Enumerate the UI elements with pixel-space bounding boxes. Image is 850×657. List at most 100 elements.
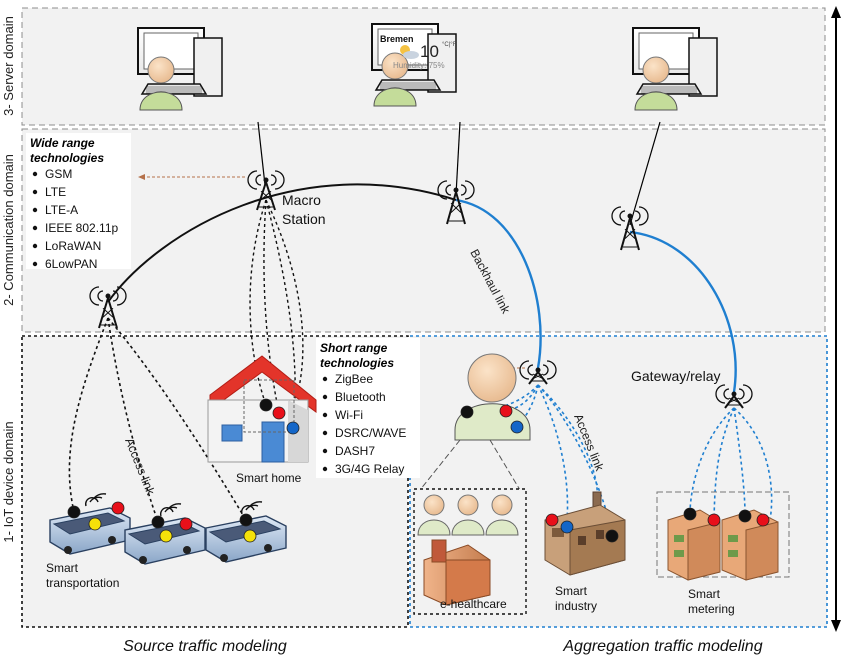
weather-widget: Bremen 10 °C|°F Humidity: 75% <box>380 34 457 70</box>
short-range-item: DSRC/WAVE <box>335 426 406 440</box>
short-range-bullet-dot <box>322 376 328 382</box>
vertical-extent-arrow <box>831 6 841 632</box>
wide-range-bullet-dot <box>32 171 38 177</box>
weather-unit: °C|°F <box>442 42 457 48</box>
weather-city: Bremen <box>380 34 414 44</box>
sensor-dot <box>111 501 125 515</box>
sensor-dot <box>683 507 697 521</box>
wide-range-item: LTE <box>45 185 66 199</box>
smart-transportation-label-2: transportation <box>46 576 119 590</box>
weather-temperature: 10 <box>420 42 439 61</box>
wide-range-item: GSM <box>45 167 72 181</box>
sensor-dot <box>159 529 173 543</box>
access-links-transport <box>68 317 247 523</box>
wide-range-item: IEEE 802.11p <box>45 221 118 235</box>
e-healthcare-box <box>413 488 527 615</box>
sensor-dot <box>88 517 102 531</box>
smart-industry-label-2: industry <box>555 599 597 613</box>
bus-icon <box>49 493 131 555</box>
sensor-dot <box>738 509 752 523</box>
smart-home-label: Smart home <box>236 471 302 485</box>
macro-station-tower-icon <box>247 170 285 211</box>
short-range-title-2: technologies <box>320 356 394 370</box>
access-links-home <box>249 199 304 429</box>
communication-domain-panel <box>21 128 826 333</box>
sensor-dot <box>510 420 524 434</box>
cell-tower-left-icon <box>89 286 127 329</box>
ehealth-callout-lines <box>419 439 521 491</box>
sensor-dot <box>239 513 253 527</box>
weather-partly-cloudy-icon <box>400 45 419 59</box>
short-range-bullet-dot <box>322 466 328 472</box>
sensor-dot <box>756 513 770 527</box>
sensor-dot <box>499 404 513 418</box>
short-range-item: 3G/4G Relay <box>335 462 404 476</box>
server-domain-label: 3- Server domain <box>1 16 16 116</box>
e-healthcare-label: e-healthcare <box>440 597 507 611</box>
wide-range-title-1: Wide range <box>30 136 95 150</box>
wide-range-bullet-dot <box>32 243 38 249</box>
server-computer-left <box>137 27 223 111</box>
sensor-dot <box>243 529 257 543</box>
server-computer-weather <box>371 23 457 107</box>
wide-range-title-2: technologies <box>30 151 104 165</box>
aggregation-traffic-caption: Aggregation traffic modeling <box>562 638 762 655</box>
sensor-dot <box>605 529 619 543</box>
sensor-dot <box>151 515 165 529</box>
cell-tower-right-icon <box>611 206 649 251</box>
sensor-dots <box>67 398 770 543</box>
wide-range-bullet-dot <box>32 261 38 267</box>
communication-domain-label: 2- Communication domain <box>1 154 16 306</box>
access-links-gateway2 <box>689 407 773 521</box>
sensor-dot <box>286 421 300 435</box>
smart-transportation-label-1: Smart <box>46 561 79 575</box>
gateway-antenna-1-icon <box>519 360 557 385</box>
backhaul-link-2 <box>629 230 737 393</box>
wide-range-item: LoRaWAN <box>45 239 101 253</box>
short-range-bullet-dot <box>322 394 328 400</box>
sensor-dot <box>545 513 559 527</box>
sensor-dot <box>460 405 474 419</box>
cell-tower-backhaul-icon <box>437 180 475 225</box>
smart-metering-label-2: metering <box>688 602 735 616</box>
weather-humidity: Humidity: 75% <box>393 61 445 70</box>
short-range-bullet-dot <box>322 412 328 418</box>
sensor-dot <box>259 398 273 412</box>
short-range-technologies-box: Short range technologies ZigBeeBluetooth… <box>316 338 420 478</box>
short-range-item: ZigBee <box>335 372 373 386</box>
short-range-bullet-dot <box>322 430 328 436</box>
short-range-item: DASH7 <box>335 444 375 458</box>
backbone-link <box>107 183 457 303</box>
smart-metering-label-1: Smart <box>688 587 721 601</box>
macro-station-label-1: Macro <box>282 192 321 208</box>
short-range-item: Bluetooth <box>335 390 386 404</box>
macro-station-label-2: Station <box>282 211 326 227</box>
wide-range-bullet-dot <box>32 207 38 213</box>
wide-range-item: LTE-A <box>45 203 78 217</box>
wide-range-item: 6LowPAN <box>45 257 97 271</box>
wide-range-bullet-dot <box>32 225 38 231</box>
short-range-bullet-dot <box>322 448 328 454</box>
sensor-dot <box>179 517 193 531</box>
backhaul-link-1 <box>455 198 542 369</box>
sensor-dot <box>707 513 721 527</box>
server-links <box>257 121 661 226</box>
hospital-building-icon <box>423 539 491 606</box>
device-domain-label: 1- IoT device domain <box>1 421 16 542</box>
apartment-buildings-icon <box>667 509 779 581</box>
doctor-group-icon <box>417 494 519 536</box>
sensor-dot <box>272 406 286 420</box>
sensor-dot <box>560 520 574 534</box>
gateway-antenna-2-icon <box>715 384 753 409</box>
sensor-dot <box>67 505 81 519</box>
short-range-item: Wi-Fi <box>335 408 363 422</box>
smart-industry-label-1: Smart <box>555 584 588 598</box>
short-range-title-1: Short range <box>320 341 388 355</box>
source-traffic-caption: Source traffic modeling <box>123 638 287 655</box>
server-computer-right <box>632 27 718 111</box>
wide-range-technologies-box: Wide range technologies GSM LTE LTE-A IEEE … <box>26 133 131 271</box>
gateway-relay-label: Gateway/relay <box>631 368 720 384</box>
smart-metering-box <box>656 491 790 581</box>
wide-range-bullet-dot <box>32 189 38 195</box>
